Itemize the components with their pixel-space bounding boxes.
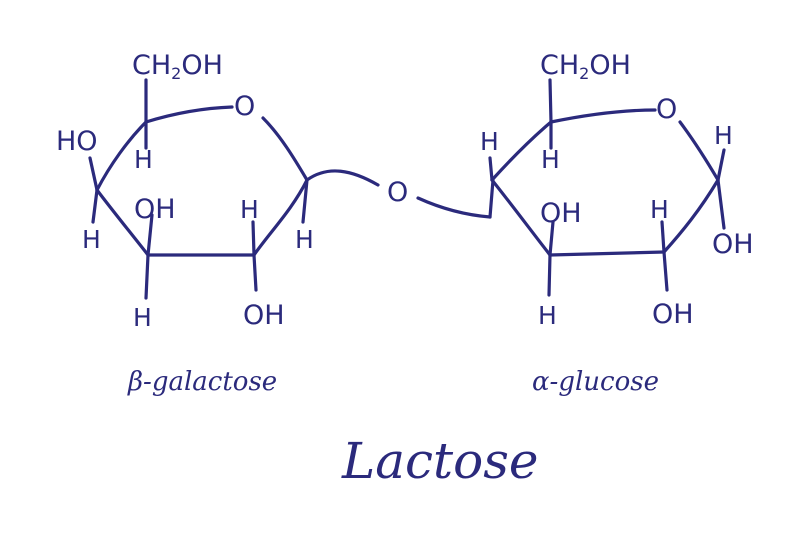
galactose-bond-c1-c2 — [252, 178, 309, 257]
galactose-c2-oh: OH — [243, 300, 285, 331]
galactose-c5-h: H — [134, 145, 153, 174]
galactose-bond-c4-ho — [88, 156, 99, 192]
galactose-c4-oh: HO — [56, 126, 98, 157]
glucose-bond-c2-h — [660, 220, 666, 254]
glucose-c1-h: H — [714, 121, 733, 150]
glucose-bond-c1-c2 — [662, 178, 720, 254]
glycosidic-bridge — [305, 169, 495, 219]
galactose-bond-c1-h — [301, 178, 309, 224]
bridge-oxygen: O — [387, 177, 408, 208]
glucose-c3-oh: OH — [540, 198, 582, 229]
diagram-title: Lactose — [341, 432, 538, 490]
glucose-bond-c3-h — [547, 253, 552, 297]
galactose-ring — [88, 78, 309, 300]
glucose-bond-c2-oh — [662, 250, 669, 292]
glucose-bond-c1-h — [716, 148, 726, 182]
galactose-bond-c2-h — [251, 220, 256, 257]
glucose-bond-o-c1 — [678, 120, 720, 182]
bridge-bond-left — [305, 169, 380, 187]
glucose-bond-c2-c3 — [548, 250, 666, 257]
galactose-bond-c3-oh — [146, 213, 154, 257]
glucose-c5-h: H — [541, 145, 560, 174]
galactose-c3-oh: OH — [134, 194, 176, 225]
glucose-c4-h: H — [480, 127, 499, 156]
glucose-bond-c4-c5 — [490, 120, 553, 182]
bridge-bond-right — [416, 196, 492, 219]
galactose-ch2oh-label: CH2OH — [132, 50, 223, 83]
glucose-ch2oh-label: CH2OH — [540, 50, 631, 83]
bridge-bond-glucose-c4 — [488, 178, 495, 219]
glucose-c1-oh: OH — [712, 229, 754, 260]
glucose-ring-oxygen: O — [656, 94, 677, 125]
glucose-bond-c1-oh — [716, 178, 726, 230]
glucose-name: α-glucose — [532, 367, 659, 397]
glucose-bond-c3-oh — [548, 220, 555, 257]
galactose-c2-h: H — [240, 195, 259, 224]
galactose-bond-c2-oh — [252, 253, 258, 292]
galactose-ring-oxygen: O — [234, 91, 255, 122]
galactose-c4-h: H — [82, 225, 101, 254]
galactose-name: β-galactose — [127, 367, 277, 397]
glucose-c2-h: H — [650, 195, 669, 224]
galactose-bond-o-c1 — [261, 116, 309, 182]
galactose-bond-c4-h — [91, 188, 99, 224]
glucose-c3-h: H — [538, 301, 557, 330]
glucose-bond-c3-c4 — [490, 178, 552, 257]
galactose-c3-h-bottom: H — [133, 303, 152, 332]
glucose-bond-c4-h — [488, 156, 494, 182]
glucose-bond-c5-o — [549, 108, 657, 124]
galactose-bond-c5-o — [144, 105, 234, 124]
glucose-ring — [488, 78, 726, 297]
galactose-bond-c4-c5 — [95, 120, 148, 192]
galactose-bond-c3-h — [144, 253, 150, 300]
glucose-bond-c5-ch2oh — [548, 78, 553, 124]
galactose-c1-h: H — [295, 225, 314, 254]
glucose-c2-oh: OH — [652, 299, 694, 330]
galactose-bond-c3-c4 — [95, 188, 150, 257]
